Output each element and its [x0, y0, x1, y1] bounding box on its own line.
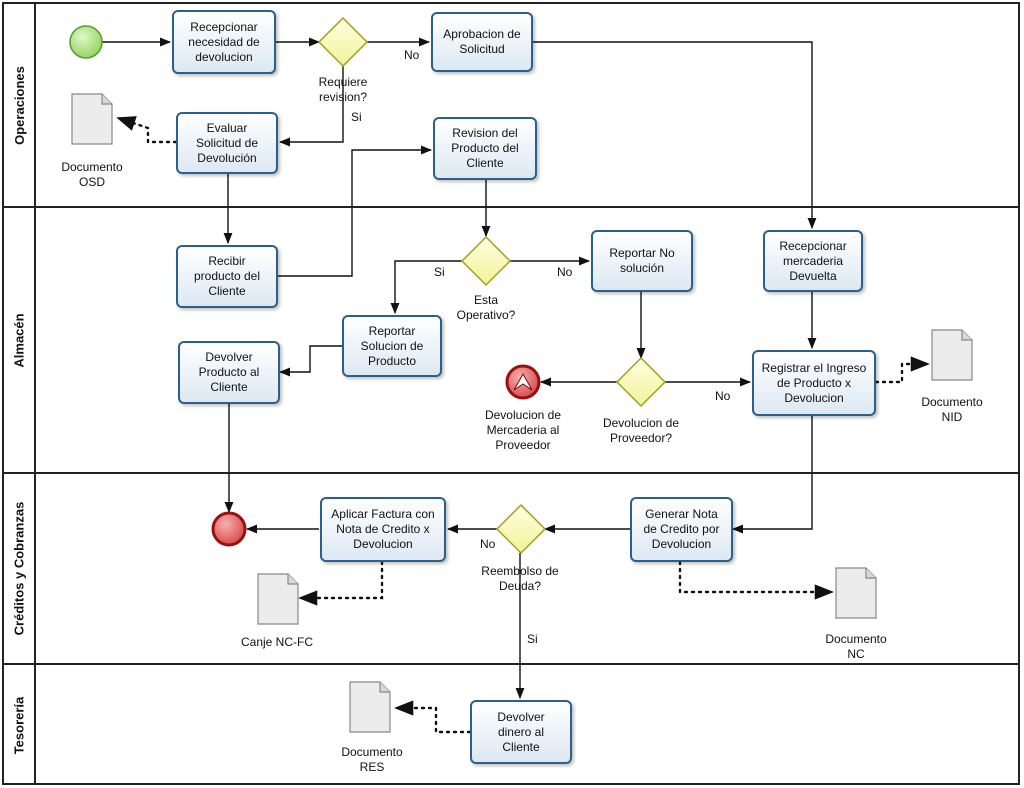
task-reportar-solucion: Reportar Solucion de Producto — [342, 315, 442, 377]
document-res-label: Documento RES — [341, 745, 403, 774]
flow-aprobacion-to-recepcionar-mercaderia — [533, 41, 817, 230]
task-evaluar-solicitud: Evaluar Solicitud de Devolución — [176, 112, 278, 174]
task-recepcionar-necesidad: Recepcionar necesidad de devolucion — [172, 10, 276, 74]
flow-operativo-si-to-reportar-solucion — [390, 260, 462, 315]
task-revision-producto: Revision del Producto del Cliente — [433, 117, 537, 180]
flow-reportar-solucion-to-devolver-producto — [278, 345, 342, 377]
gateway-reembolso-deuda — [495, 503, 547, 555]
association-canje — [298, 560, 384, 606]
flow-label-no: No — [715, 389, 731, 403]
task-aplicar-factura: Aplicar Factura con Nota de Credito x De… — [320, 497, 446, 562]
flow-label-si: Si — [351, 110, 362, 124]
association-osd — [116, 116, 178, 144]
document-res-icon — [349, 681, 391, 733]
association-nid — [874, 356, 930, 384]
flow-requiere-si-to-evaluar — [278, 66, 344, 147]
task-registrar-ingreso: Registrar el Ingreso de Producto x Devol… — [752, 350, 876, 416]
flow-label-si: Si — [527, 632, 538, 646]
flow-recibir-to-revision — [278, 145, 433, 277]
document-nid-label: Documento NID — [921, 395, 983, 424]
lane-label-column — [2, 2, 36, 785]
lane-divider — [2, 472, 1020, 474]
flow-label-si: Si — [434, 265, 445, 279]
devolucion-mercaderia-label: Devolucion de Mercaderia al Proveedor — [484, 408, 562, 452]
flow-registrar-to-generar-nota — [731, 416, 813, 534]
gateway-esta-operativo — [460, 235, 512, 287]
document-nid-icon — [931, 329, 973, 381]
task-devolver-dinero: Devolver dinero al Cliente — [470, 700, 572, 764]
escalation-icon — [513, 372, 533, 391]
gateway-reembolso-deuda-label: Reembolso de Deuda? — [481, 564, 559, 593]
task-reportar-no-solucion: Reportar No solución — [591, 230, 693, 292]
end-event — [211, 511, 247, 547]
association-nc — [678, 560, 834, 600]
task-devolver-producto: Devolver Producto al Cliente — [178, 341, 280, 404]
document-osd-label: Documento OSD — [61, 160, 123, 189]
document-osd-icon — [71, 93, 113, 145]
lane-divider — [2, 206, 1020, 208]
flow-label-no: No — [404, 48, 420, 62]
start-event — [69, 25, 103, 59]
task-recibir-producto: Recibir producto del Cliente — [176, 245, 278, 308]
lane-divider — [2, 663, 1020, 665]
association-res — [394, 700, 472, 734]
flow-label-no: No — [480, 537, 496, 551]
document-canje-icon — [257, 573, 299, 625]
gateway-requiere-revision — [317, 16, 369, 68]
task-generar-nota: Generar Nota de Credito por Devolucion — [630, 497, 733, 562]
gateway-devolucion-proveedor — [615, 356, 667, 408]
task-aprobacion-solicitud: Aprobacion de Solicitud — [431, 12, 533, 72]
flow-label-no: No — [557, 265, 573, 279]
document-nc-icon — [835, 567, 877, 619]
document-canje-label: Canje NC-FC — [240, 635, 313, 649]
task-recepcionar-mercaderia: Recepcionar mercaderia Devuelta — [763, 230, 863, 292]
gateway-requiere-revision-label: Requiere revision? — [318, 75, 368, 104]
gateway-esta-operativo-label: Esta Operativo? — [456, 293, 516, 322]
gateway-devolucion-proveedor-label: Devolucion de Proveedor? — [602, 416, 680, 445]
document-nc-label: Documento NC — [825, 632, 887, 661]
